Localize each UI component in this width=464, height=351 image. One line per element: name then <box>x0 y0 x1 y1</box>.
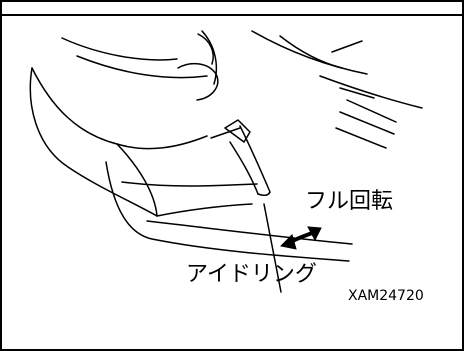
housing-top-line <box>61 37 178 61</box>
throttle-lever-illustration <box>29 30 423 293</box>
lever-arm <box>239 125 271 193</box>
lever-pivot <box>224 119 251 143</box>
figure-header-strip <box>0 0 464 16</box>
housing-base-curve <box>105 161 350 262</box>
callout-full-rotation: フル回転 <box>305 189 394 214</box>
callout-idle: アイドリング <box>186 262 317 287</box>
callout-leader-line <box>263 203 282 293</box>
full-rotation-arrow-icon <box>279 226 322 250</box>
figure-code: XAM24720 <box>348 288 424 304</box>
housing-body-outline <box>31 67 208 150</box>
